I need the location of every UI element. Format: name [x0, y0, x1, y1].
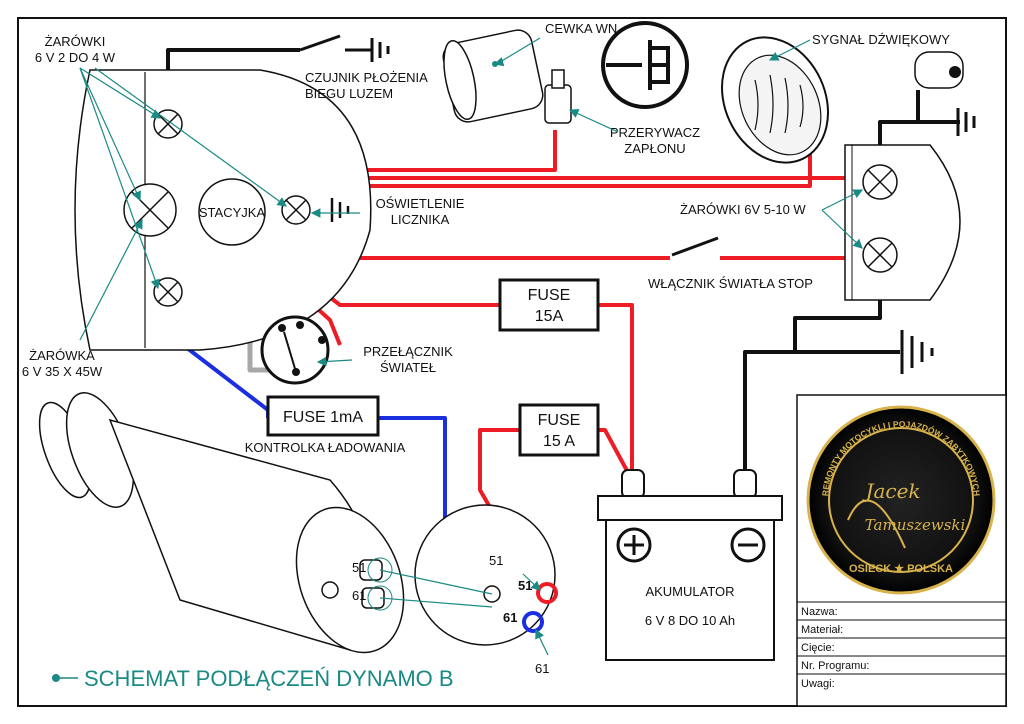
battery-icon — [597, 469, 783, 661]
tb-row-nazwa: Nazwa: — [801, 606, 838, 618]
diagram-title: SCHEMAT PODŁĄCZEŃ DYNAMO B — [52, 666, 454, 691]
bulbs-small-label-2: 6 V 2 DO 4 W — [35, 50, 116, 65]
tb-row-program: Nr. Programu: — [801, 660, 869, 672]
fuse-b: FUSE 15 A — [518, 403, 600, 457]
detail-61-label: 61 — [503, 610, 517, 625]
terminal-detail: 51 61 — [414, 504, 558, 646]
light-switch-label-2: ŚWIATEŁ — [380, 360, 436, 375]
light-switch-icon — [260, 315, 330, 385]
logo-bottom-text: OSIECK ★ POLSKA — [849, 563, 953, 575]
tb-row-ciecie: Cięcie: — [801, 642, 835, 654]
neutral-sensor-label-2: BIEGU LUZEM — [305, 86, 393, 101]
light-switch-label-1: PRZEŁĄCZNIK — [363, 344, 453, 359]
headlamp-bulb-label-2: 6 V 35 X 45W — [22, 364, 103, 379]
leader-lines — [79, 37, 864, 656]
terminal-51-callout: 51 — [489, 553, 503, 568]
fuse-c-label: FUSE 1mA — [283, 409, 363, 426]
stop-switch-icon — [671, 236, 719, 257]
logo-signature-1: Jacek — [861, 479, 920, 503]
fuse-c: FUSE 1mA — [266, 395, 380, 437]
neutral-sensor-switch-icon — [299, 34, 390, 62]
ignition-switch: STACYJKA — [198, 178, 266, 246]
rear-lamp-housing — [844, 144, 961, 301]
fuse-a-label-1: FUSE — [528, 287, 571, 304]
stop-switch-label: WŁĄCZNIK ŚWIATŁA STOP — [648, 276, 813, 291]
rear-bulb-bottom-icon — [862, 237, 898, 273]
dynamo-terminal-61-label: 61 — [352, 588, 366, 603]
wire-red-fuse-a-right — [598, 303, 634, 480]
tb-row-uwagi: Uwagi: — [801, 678, 835, 690]
meter-light-label-2: LICZNIKA — [391, 212, 450, 227]
fuse-b-label-1: FUSE — [538, 412, 581, 429]
battery-label-2: 6 V 8 DO 10 Ah — [645, 613, 735, 628]
drawing-frame — [17, 17, 1007, 707]
fuse-b-label-2: 15 A — [543, 433, 575, 450]
logo-seal: REMONTY MOTOCYKLI I POJAZDÓW ZABYTKOWYCH… — [806, 405, 996, 595]
ignition-coil-icon — [442, 29, 572, 124]
horn-icon — [721, 36, 829, 164]
neutral-sensor-label-1: CZUJNIK PŁOŻENIA — [305, 70, 428, 85]
logo-signature-2: Tamuszewski — [865, 516, 966, 534]
wire-black-ground-right — [793, 280, 900, 354]
headlamp-bulb-icon — [123, 183, 177, 237]
battery-label-1: AKUMULATOR — [645, 584, 734, 599]
rear-bulb-top-icon — [862, 164, 898, 200]
charge-lamp-label: KONTROLKA ŁADOWANIA — [245, 440, 406, 455]
detail-51-label: 51 — [518, 578, 532, 593]
wire-black-battery-neg — [743, 350, 795, 478]
rear-bulbs-label: ŻARÓWKI 6V 5-10 W — [680, 202, 806, 217]
headlamp-bulb-label-1: ŻARÓWKA — [29, 348, 95, 363]
breaker-label-2: ZAPŁONU — [624, 141, 685, 156]
meter-bulb-icon — [281, 195, 311, 225]
ground-symbol-rear-icon — [956, 108, 976, 136]
dynamo-icon: 51 61 — [38, 392, 405, 654]
wire-red-fuse-b-right — [598, 428, 634, 481]
terminal-61-callout: 61 — [535, 661, 549, 676]
breaker-symbol-icon — [601, 21, 689, 109]
meter-light-label-1: OŚWIETLENIE — [376, 196, 465, 211]
tb-row-material: Materiał: — [801, 624, 843, 636]
fuse-a: FUSE 15A — [498, 278, 600, 332]
coil-label: CEWKA WN — [545, 21, 617, 36]
bulb-small-bottom-icon — [153, 277, 183, 307]
horn-connector-icon — [914, 51, 964, 89]
fuse-a-label-2: 15A — [535, 308, 564, 325]
breaker-label-1: PRZERYWACZ — [610, 125, 700, 140]
ground-symbol-right-icon — [900, 330, 934, 374]
dynamo-terminal-51-label: 51 — [352, 560, 366, 575]
horn-label: SYGNAŁ DŹWIĘKOWY — [812, 32, 950, 47]
diagram-title-text: SCHEMAT PODŁĄCZEŃ DYNAMO B — [84, 666, 454, 691]
ignition-label: STACYJKA — [199, 205, 266, 220]
bulbs-small-label-1: ŻARÓWKI — [45, 34, 106, 49]
